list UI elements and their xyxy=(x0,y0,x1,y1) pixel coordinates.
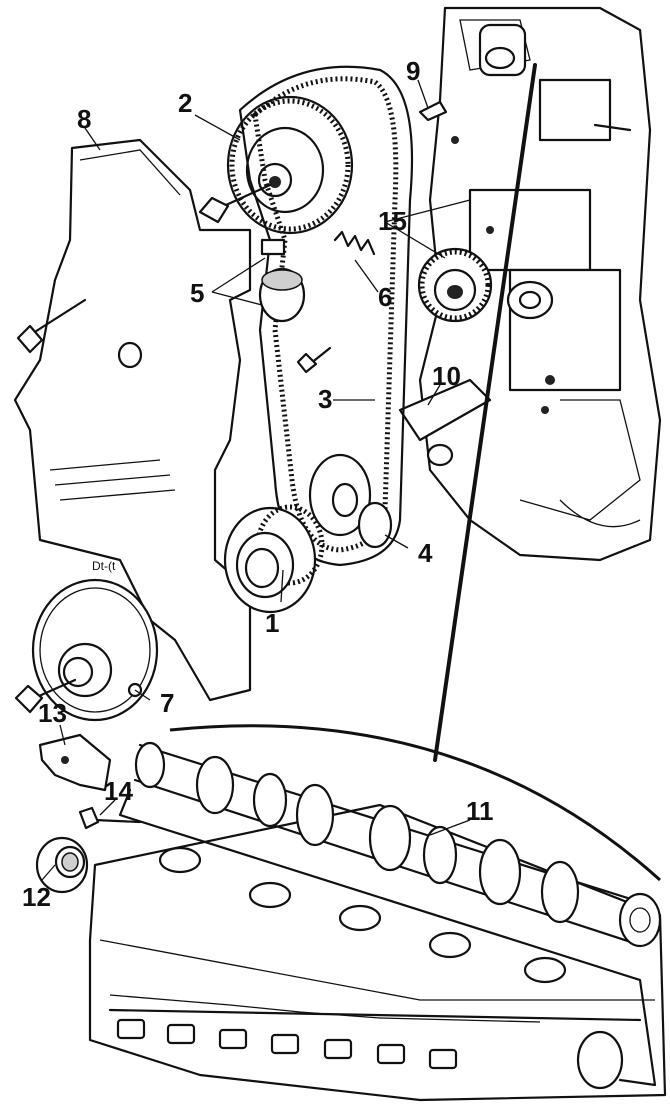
leader-lines xyxy=(41,79,471,881)
label-7: 7 xyxy=(160,688,174,718)
part-5-idler xyxy=(258,238,306,323)
part-9-pin xyxy=(418,100,448,122)
label-9: 9 xyxy=(406,56,420,86)
label-4: 4 xyxy=(418,538,433,568)
part-15-sprocket xyxy=(417,247,493,323)
label-14: 14 xyxy=(104,776,133,806)
engine-block xyxy=(418,6,662,562)
label-13: 13 xyxy=(38,698,67,728)
tensioner-bolt xyxy=(296,346,332,374)
part-6-spring xyxy=(333,230,376,256)
cover-casting-mark: Dt-(t xyxy=(92,559,116,573)
cylinder-head xyxy=(88,788,667,1102)
part-1-crank-sprocket xyxy=(223,504,325,614)
label-8: 8 xyxy=(77,104,91,134)
label-12: 12 xyxy=(22,882,51,912)
label-5: 5 xyxy=(190,278,204,308)
part-4-tensioner xyxy=(308,453,393,549)
part-10-shaft xyxy=(398,378,492,467)
part-11-camshaft xyxy=(133,741,662,948)
label-1: 1 xyxy=(265,608,279,638)
reference-lines xyxy=(169,63,662,882)
part-8-timing-cover: Dt-(t xyxy=(13,138,252,702)
part-7-crank-pulley xyxy=(14,578,159,722)
label-10: 10 xyxy=(432,361,461,391)
label-11: 11 xyxy=(466,796,494,826)
part-13-bracket xyxy=(38,733,112,792)
label-6: 6 xyxy=(378,282,392,312)
part-12-seal xyxy=(35,836,89,894)
label-2: 2 xyxy=(178,88,192,118)
part-14-bolt xyxy=(78,806,142,830)
label-15: 15 xyxy=(378,206,407,236)
label-3: 3 xyxy=(318,384,332,414)
part-labels: 1 2 3 4 5 6 7 8 9 10 11 12 13 14 15 xyxy=(22,56,494,912)
